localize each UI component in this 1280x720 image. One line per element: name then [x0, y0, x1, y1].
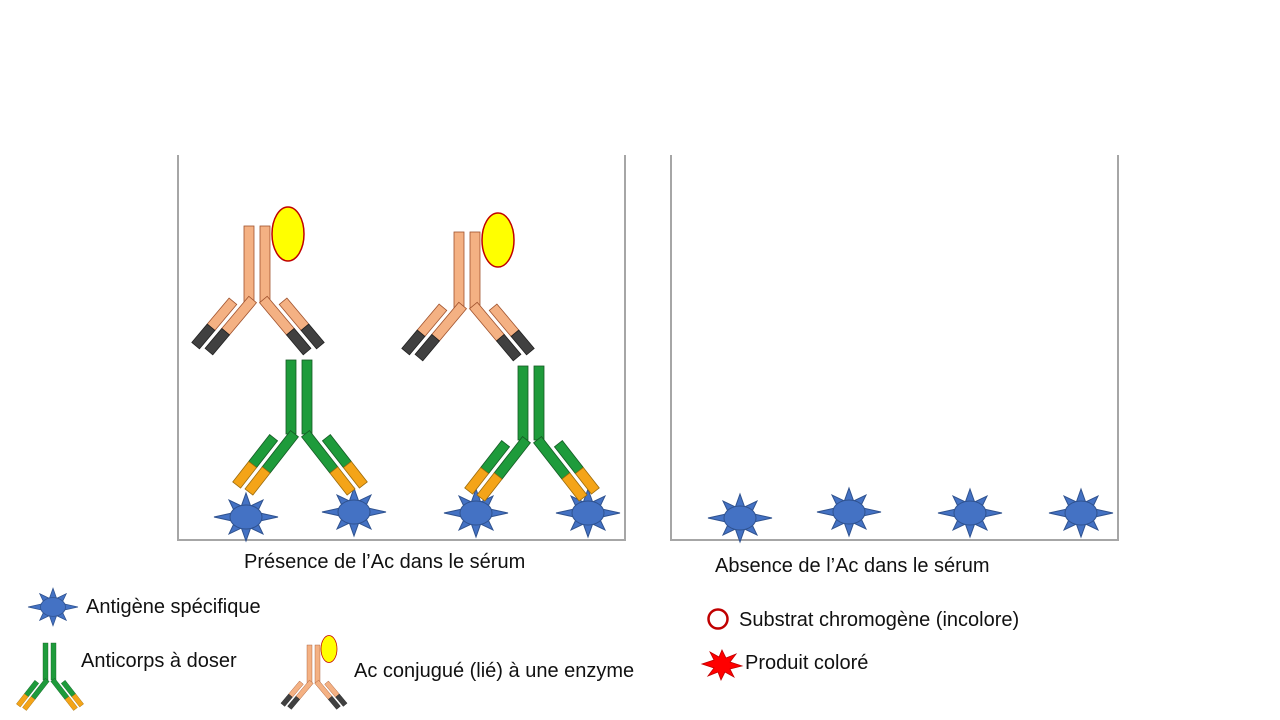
legend-product-label: Produit coloré — [745, 652, 869, 674]
conjugate-antibody-icon — [401, 212, 535, 365]
legend-antibody-icon — [16, 642, 84, 712]
legend-conjugate-icon — [280, 635, 348, 712]
antigen-icon — [816, 487, 882, 537]
conjugate-antibody-icon — [191, 206, 325, 359]
presence-caption: Présence de l’Ac dans le sérum — [244, 551, 526, 573]
legend-antigen-label: Antigène spécifique — [86, 596, 261, 618]
antigen-icon — [213, 492, 279, 542]
antigen-icon — [321, 487, 387, 537]
legend-product-icon — [701, 649, 743, 681]
legend-antibody-label: Anticorps à doser — [81, 650, 237, 672]
antigen-icon — [1048, 488, 1114, 538]
absence-caption: Absence de l’Ac dans le sérum — [715, 555, 990, 577]
antigen-icon — [937, 488, 1003, 538]
legend-substrate-label: Substrat chromogène (incolore) — [739, 609, 1020, 631]
antibody-icon — [232, 359, 368, 498]
antibody-icon — [464, 365, 600, 504]
legend-substrate-icon — [707, 608, 729, 630]
legend-antigen-icon — [27, 587, 79, 627]
legend-conjugate-label: Ac conjugué (lié) à une enzyme — [354, 660, 635, 682]
antigen-icon — [707, 493, 773, 543]
well-presence — [177, 155, 626, 541]
antigen-icon — [443, 488, 509, 538]
well-absence — [670, 155, 1119, 541]
antigen-icon — [555, 488, 621, 538]
